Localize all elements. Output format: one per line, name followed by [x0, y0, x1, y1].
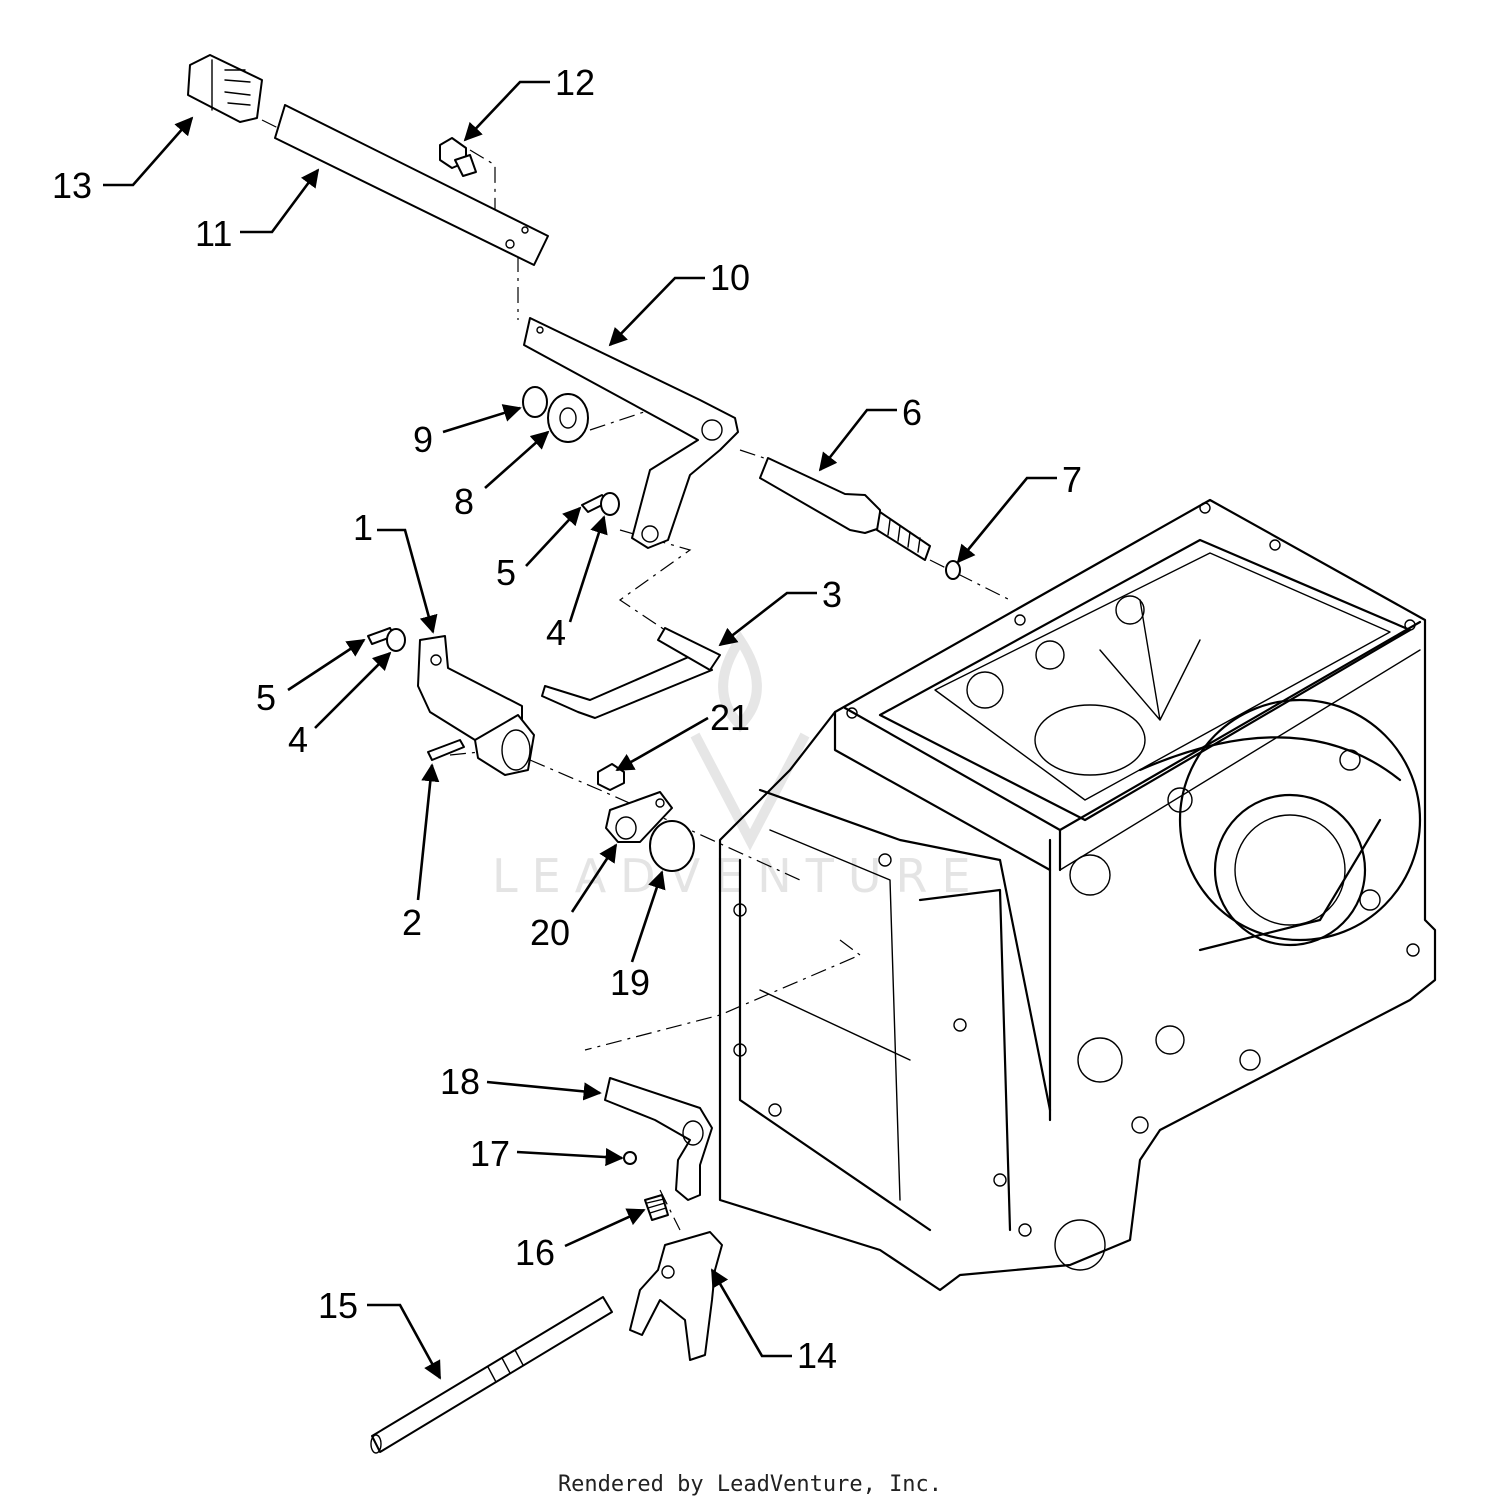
callout-15: 15 [318, 1285, 442, 1380]
callout-4-lower: 4 [288, 651, 392, 760]
part-19-o-ring [649, 820, 695, 872]
part-1-bracket-lever [417, 635, 535, 776]
svg-text:11: 11 [195, 213, 232, 254]
svg-text:3: 3 [822, 574, 842, 615]
callout-13: 13 [52, 116, 194, 206]
callouts: 13 11 12 10 9 8 6 7 [52, 62, 1082, 1380]
callout-19: 19 [610, 870, 666, 1003]
transmission-housing [718, 498, 1437, 1292]
callout-10: 10 [608, 257, 750, 347]
assembly-centerlines [261, 119, 1011, 1231]
svg-text:15: 15 [318, 1285, 358, 1326]
part-16-spring [644, 1194, 669, 1221]
callout-18: 18 [440, 1061, 602, 1102]
svg-text:12: 12 [555, 62, 595, 103]
callout-7: 7 [956, 459, 1082, 564]
part-3-link-rod [541, 627, 721, 719]
part-12-bolt [439, 137, 477, 177]
watermark-text: LEADVENTURE [492, 849, 985, 903]
callout-12: 12 [463, 62, 595, 142]
svg-text:8: 8 [454, 481, 474, 522]
svg-text:10: 10 [710, 257, 750, 298]
part-4-washer-lower [386, 628, 406, 652]
svg-text:16: 16 [515, 1232, 555, 1273]
part-15-shift-rail [370, 1296, 613, 1454]
svg-text:1: 1 [353, 507, 373, 548]
svg-text:19: 19 [610, 962, 650, 1003]
part-17-ball [623, 1151, 637, 1165]
callout-8: 8 [454, 430, 550, 522]
part-20-plate [605, 791, 673, 843]
callout-21: 21 [615, 697, 750, 772]
callout-5-upper: 5 [496, 506, 582, 593]
svg-text:21: 21 [710, 697, 750, 738]
svg-text:18: 18 [440, 1061, 480, 1102]
callout-6: 6 [818, 392, 922, 472]
footer-credit: Rendered by LeadVenture, Inc. [557, 1472, 943, 1497]
svg-text:13: 13 [52, 165, 92, 206]
svg-text:14: 14 [797, 1335, 837, 1376]
svg-text:7: 7 [1062, 459, 1082, 500]
svg-text:20: 20 [530, 912, 570, 953]
svg-text:6: 6 [902, 392, 922, 433]
svg-text:5: 5 [496, 552, 516, 593]
part-18-shift-arm [604, 1077, 713, 1201]
callout-17: 17 [470, 1133, 624, 1174]
part-10-shift-lever [523, 317, 739, 549]
callout-20: 20 [530, 843, 618, 953]
part-2-roll-pin [427, 739, 465, 761]
part-6-shaft-pin [759, 457, 931, 561]
callout-1: 1 [353, 507, 438, 634]
callout-11: 11 [195, 168, 320, 254]
part-14-shift-fork [629, 1231, 723, 1361]
watermark: LEADVENTURE [492, 630, 985, 903]
part-13-handle-grip [187, 54, 263, 123]
callout-2: 2 [402, 763, 440, 943]
part-7-clip [945, 560, 961, 580]
svg-text:4: 4 [546, 612, 566, 653]
flame-v-logo-icon [690, 630, 810, 851]
svg-text:4: 4 [288, 719, 308, 760]
part-4-washer-upper [600, 492, 620, 516]
callout-9: 9 [413, 404, 522, 460]
svg-text:9: 9 [413, 419, 433, 460]
callout-3: 3 [718, 574, 842, 647]
svg-text:17: 17 [470, 1133, 510, 1174]
svg-text:2: 2 [402, 902, 422, 943]
part-8-washer [547, 393, 589, 443]
callout-16: 16 [515, 1208, 646, 1273]
callout-14: 14 [710, 1268, 837, 1376]
callout-4-upper: 4 [546, 515, 608, 653]
part-11-lever-rod [274, 104, 549, 266]
svg-text:5: 5 [256, 677, 276, 718]
callout-5-lower: 5 [256, 638, 366, 718]
part-9-snap-ring [522, 386, 548, 418]
